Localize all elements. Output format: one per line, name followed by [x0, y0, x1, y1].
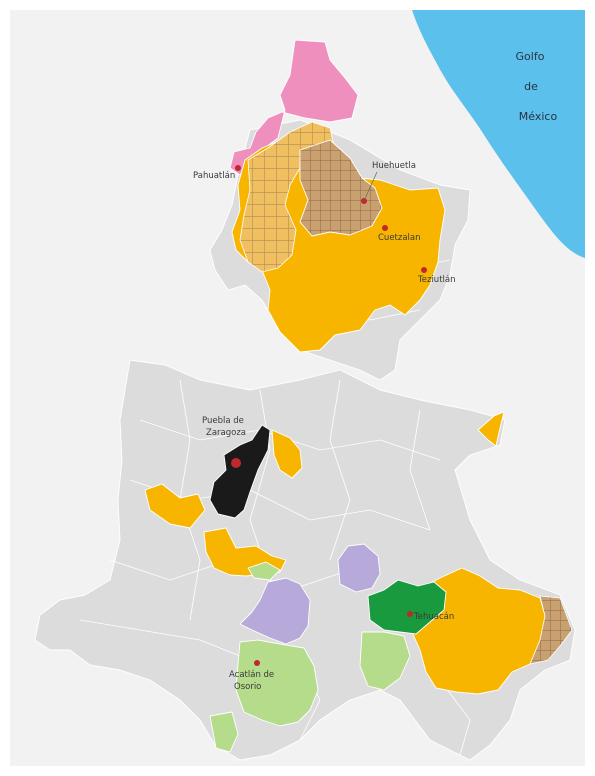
- region-lightgreen-east: [359, 631, 411, 691]
- region-tehuacan: [367, 579, 447, 635]
- city-dot-acatlan: [254, 660, 260, 666]
- region-brown-north: [299, 139, 383, 237]
- city-dot-puebla: [231, 458, 241, 468]
- sea-label-line2: de: [524, 80, 538, 93]
- city-label-puebla-line2: Zaragoza: [206, 428, 246, 438]
- region-orange-east-small: [477, 411, 505, 447]
- city-dot-tehuacan: [407, 611, 413, 617]
- leader-line-huehuetla: [363, 171, 378, 202]
- region-puebla-zaragoza: [209, 424, 271, 519]
- city-label-cuetzalan: Cuetzalan: [378, 233, 421, 243]
- city-label-teziutlan: Teziutlán: [417, 275, 455, 285]
- city-dot-teziutlan: [421, 267, 427, 273]
- city-label-huehuetla: Huehuetla: [372, 161, 416, 171]
- region-purple-1: [337, 543, 381, 593]
- region-orange-central-1: [271, 429, 303, 479]
- city-label-pahuatlan: Pahuatlán: [193, 171, 235, 181]
- gulf-of-mexico: [412, 10, 585, 258]
- sea-label-line3: México: [519, 110, 558, 123]
- region-purple-2: [239, 577, 311, 645]
- region-grid-east: [529, 595, 573, 665]
- region-pink: [229, 39, 359, 176]
- city-dot-cuetzalan: [382, 225, 388, 231]
- city-dot-pahuatlan: [235, 165, 241, 171]
- city-label-puebla-line1: Puebla de: [202, 416, 244, 426]
- sea-label-line1: Golfo: [516, 50, 545, 63]
- city-label-acatlan-line1: Acatlán de: [229, 670, 274, 680]
- region-orange-central-2: [144, 483, 206, 529]
- region-lightgreen-south-small: [209, 711, 239, 753]
- region-lightgreen-center: [247, 561, 281, 581]
- city-label-acatlan-line2: Osorio: [234, 682, 261, 692]
- city-label-tehuacan: Tehuacán: [413, 612, 454, 622]
